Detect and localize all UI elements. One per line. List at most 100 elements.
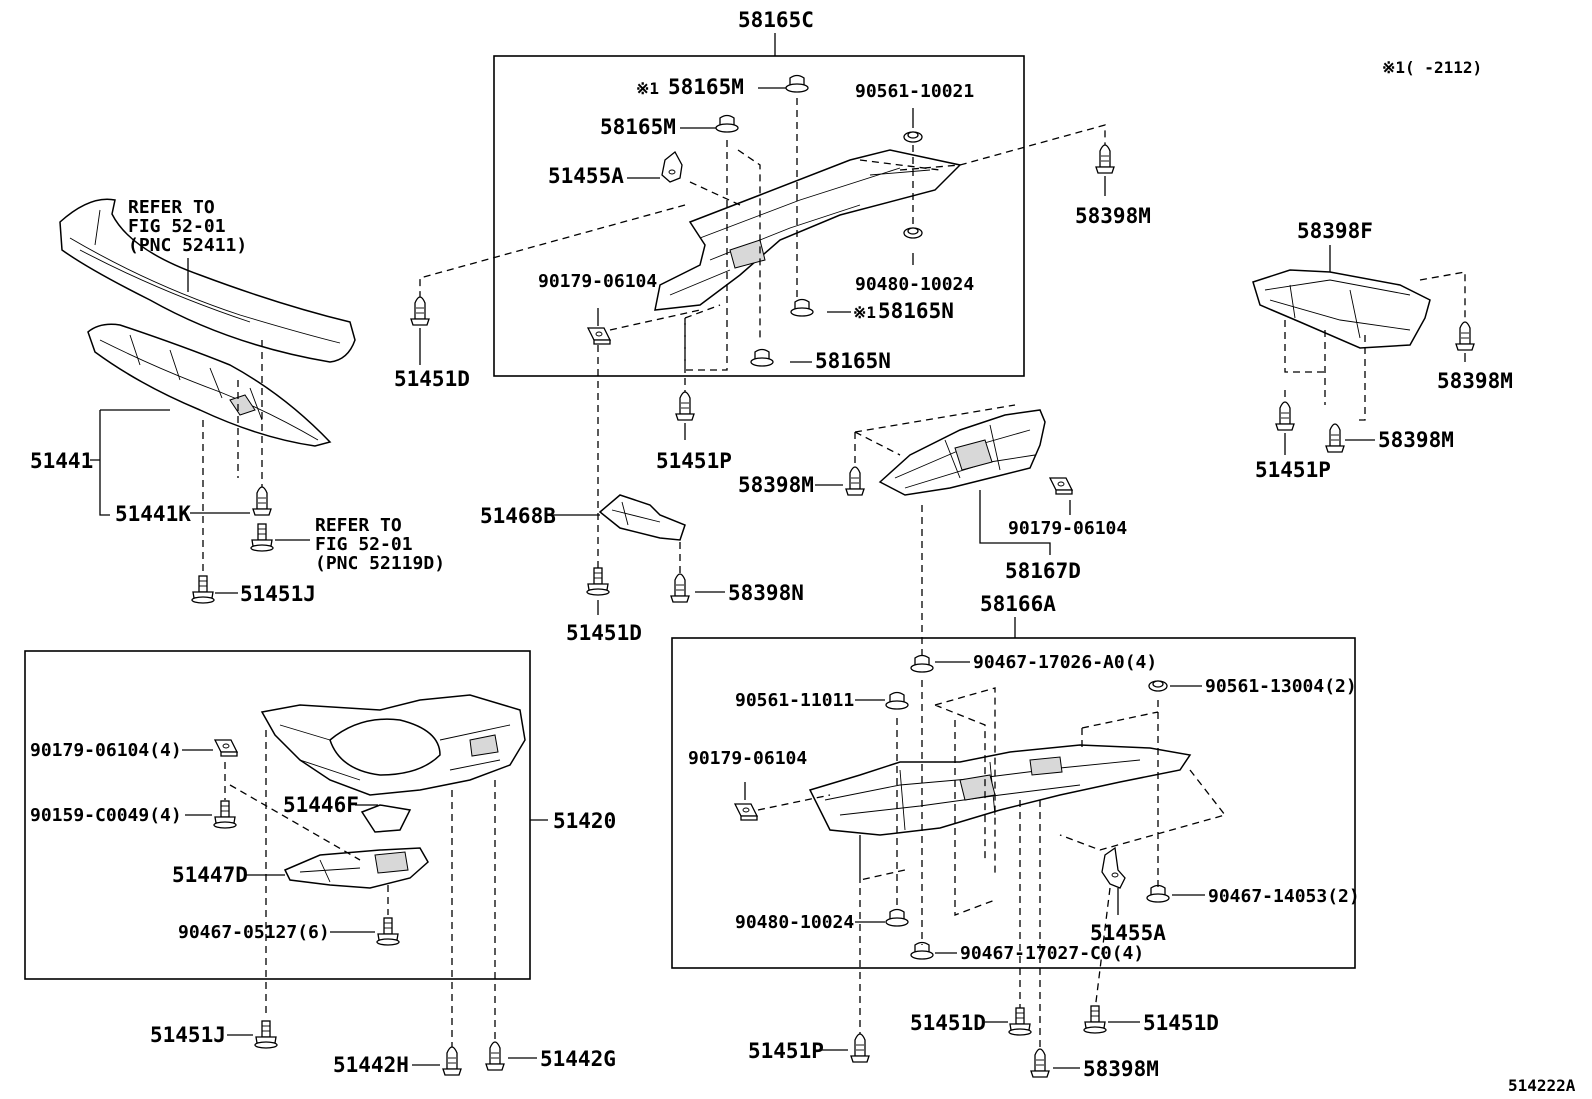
label-51451D-center: 51451D bbox=[566, 621, 642, 645]
bolt-90467-05127 bbox=[376, 917, 400, 946]
label-90561-10021: 90561-10021 bbox=[855, 81, 974, 102]
label-51451P-mid: 51451P bbox=[656, 449, 732, 473]
label-refer1-line2: FIG 52-01 bbox=[128, 216, 226, 237]
part-51420-cover bbox=[260, 694, 526, 796]
label-51455A-top: 51455A bbox=[548, 164, 624, 188]
label-58398M-right2: 58398M bbox=[1378, 428, 1454, 452]
label-90179-06104-top: 90179-06104 bbox=[538, 271, 657, 292]
label-51451P-right: 51451P bbox=[1255, 458, 1331, 482]
washer-90561-10021 bbox=[903, 131, 923, 143]
label-51455A-br: 51455A bbox=[1090, 921, 1166, 945]
clip-58398M-right2 bbox=[1325, 423, 1345, 453]
part-58165C-cover bbox=[654, 149, 962, 311]
nut-90467-14053 bbox=[1146, 884, 1170, 903]
clip-51451P-mid bbox=[675, 391, 695, 421]
washer-90480-10024-top bbox=[903, 227, 923, 239]
part-58167D-cover bbox=[878, 409, 1046, 496]
label-58165C: 58165C bbox=[738, 8, 814, 32]
label-51442H: 51442H bbox=[333, 1053, 409, 1077]
label-58165M-top-mark: ※1 bbox=[636, 79, 659, 98]
bolt-51451J-bottom bbox=[254, 1020, 278, 1049]
label-51468B: 51468B bbox=[480, 504, 556, 528]
label-58166A: 58166A bbox=[980, 592, 1056, 616]
label-90561-11011: 90561-11011 bbox=[735, 690, 854, 711]
part-51446F-plate bbox=[360, 804, 412, 833]
label-58398M-center: 58398M bbox=[738, 473, 814, 497]
label-58398M-right1: 58398M bbox=[1437, 369, 1513, 393]
label-51451J-bottom: 51451J bbox=[150, 1023, 226, 1047]
clip-51451P-bottom bbox=[850, 1033, 870, 1063]
label-51442G: 51442G bbox=[540, 1047, 616, 1071]
label-90467-05127: 90467-05127(6) bbox=[178, 922, 330, 943]
label-90179-06104-center: 90179-06104 bbox=[1008, 518, 1127, 539]
label-51451D-left: 51451D bbox=[394, 367, 470, 391]
diagram-id: 514222A bbox=[1508, 1076, 1576, 1095]
speednut-90179-06104-top bbox=[587, 327, 611, 345]
nut-90561-11011 bbox=[885, 691, 909, 710]
nut-58165M-mid bbox=[715, 114, 739, 133]
nut-58165N-a bbox=[790, 298, 814, 317]
label-58165N-a-mark: ※1 bbox=[853, 303, 876, 322]
part-58166A-cover bbox=[808, 744, 1192, 836]
label-51451P-bottom: 51451P bbox=[748, 1039, 824, 1063]
clip-51442H bbox=[442, 1046, 462, 1076]
bumper-cover-part bbox=[59, 198, 356, 363]
label-90467-14053: 90467-14053(2) bbox=[1208, 886, 1360, 907]
label-58165N-a: 58165N bbox=[878, 299, 954, 323]
clip-58398M-topright bbox=[1095, 144, 1115, 174]
nut-90480-10024-br bbox=[885, 908, 909, 927]
bolt-51451D-br2 bbox=[1083, 1005, 1107, 1034]
clip-58398N bbox=[670, 573, 690, 603]
label-refer1-line1: REFER TO bbox=[128, 197, 215, 218]
label-58398M-bottom: 58398M bbox=[1083, 1057, 1159, 1081]
clip-51451P-right bbox=[1275, 401, 1295, 431]
label-58165M-mid: 58165M bbox=[600, 115, 676, 139]
label-90159-C0049: 90159-C0049(4) bbox=[30, 805, 182, 826]
label-51446F: 51446F bbox=[283, 793, 359, 817]
group-box-58166A bbox=[671, 637, 1356, 969]
bracket-51455A-top bbox=[661, 151, 683, 183]
part-51447D-cover bbox=[283, 847, 429, 889]
label-58165M-top: 58165M bbox=[668, 75, 744, 99]
label-51420: 51420 bbox=[553, 809, 616, 833]
part-58398F-cover bbox=[1252, 269, 1431, 349]
bolt-51451D-center bbox=[586, 567, 610, 596]
nut-90467-17026 bbox=[910, 654, 934, 673]
bracket-51455A-br bbox=[1101, 846, 1126, 889]
group-box-58165C bbox=[493, 55, 1025, 377]
label-90480-10024-br: 90480-10024 bbox=[735, 912, 854, 933]
label-58165N-b: 58165N bbox=[815, 349, 891, 373]
clip-51451D-left bbox=[410, 296, 430, 326]
label-58398F: 58398F bbox=[1297, 219, 1373, 243]
label-90467-17027: 90467-17027-C0(4) bbox=[960, 943, 1144, 964]
label-51447D: 51447D bbox=[172, 863, 248, 887]
label-90480-10024-top: 90480-10024 bbox=[855, 274, 974, 295]
label-90467-17026: 90467-17026-A0(4) bbox=[973, 652, 1157, 673]
label-58398N: 58398N bbox=[728, 581, 804, 605]
clip-58398M-center bbox=[845, 466, 865, 496]
bolt-51451J-top bbox=[191, 575, 215, 604]
part-51468B-cover bbox=[598, 494, 686, 541]
label-58398M-topright: 58398M bbox=[1075, 204, 1151, 228]
label-90561-13004: 90561-13004(2) bbox=[1205, 676, 1357, 697]
label-51451D-br2: 51451D bbox=[1143, 1011, 1219, 1035]
part-51441-cover bbox=[87, 323, 332, 447]
speednut-90179-06104-center bbox=[1049, 477, 1073, 495]
clip-58398M-bottom bbox=[1030, 1048, 1050, 1078]
clip-51442G bbox=[485, 1041, 505, 1071]
speednut-90179-06104-br bbox=[734, 803, 758, 821]
bolt-refer-52119D bbox=[250, 523, 274, 552]
label-51451J-top: 51451J bbox=[240, 582, 316, 606]
bolt-90159-C0049 bbox=[213, 800, 237, 829]
label-51441K: 51441K bbox=[115, 502, 191, 526]
label-refer1-line3: (PNC 52411) bbox=[128, 235, 247, 256]
label-90179-06104-bl: 90179-06104(4) bbox=[30, 740, 182, 761]
nut-58165N-b bbox=[750, 348, 774, 367]
label-refer2-line3: (PNC 52119D) bbox=[315, 553, 445, 574]
label-refer2-line2: FIG 52-01 bbox=[315, 534, 413, 555]
speednut-90179-06104-bl bbox=[214, 739, 238, 757]
label-90179-06104-br: 90179-06104 bbox=[688, 748, 807, 769]
label-51451D-br1: 51451D bbox=[910, 1011, 986, 1035]
washer-90561-13004 bbox=[1148, 680, 1168, 692]
